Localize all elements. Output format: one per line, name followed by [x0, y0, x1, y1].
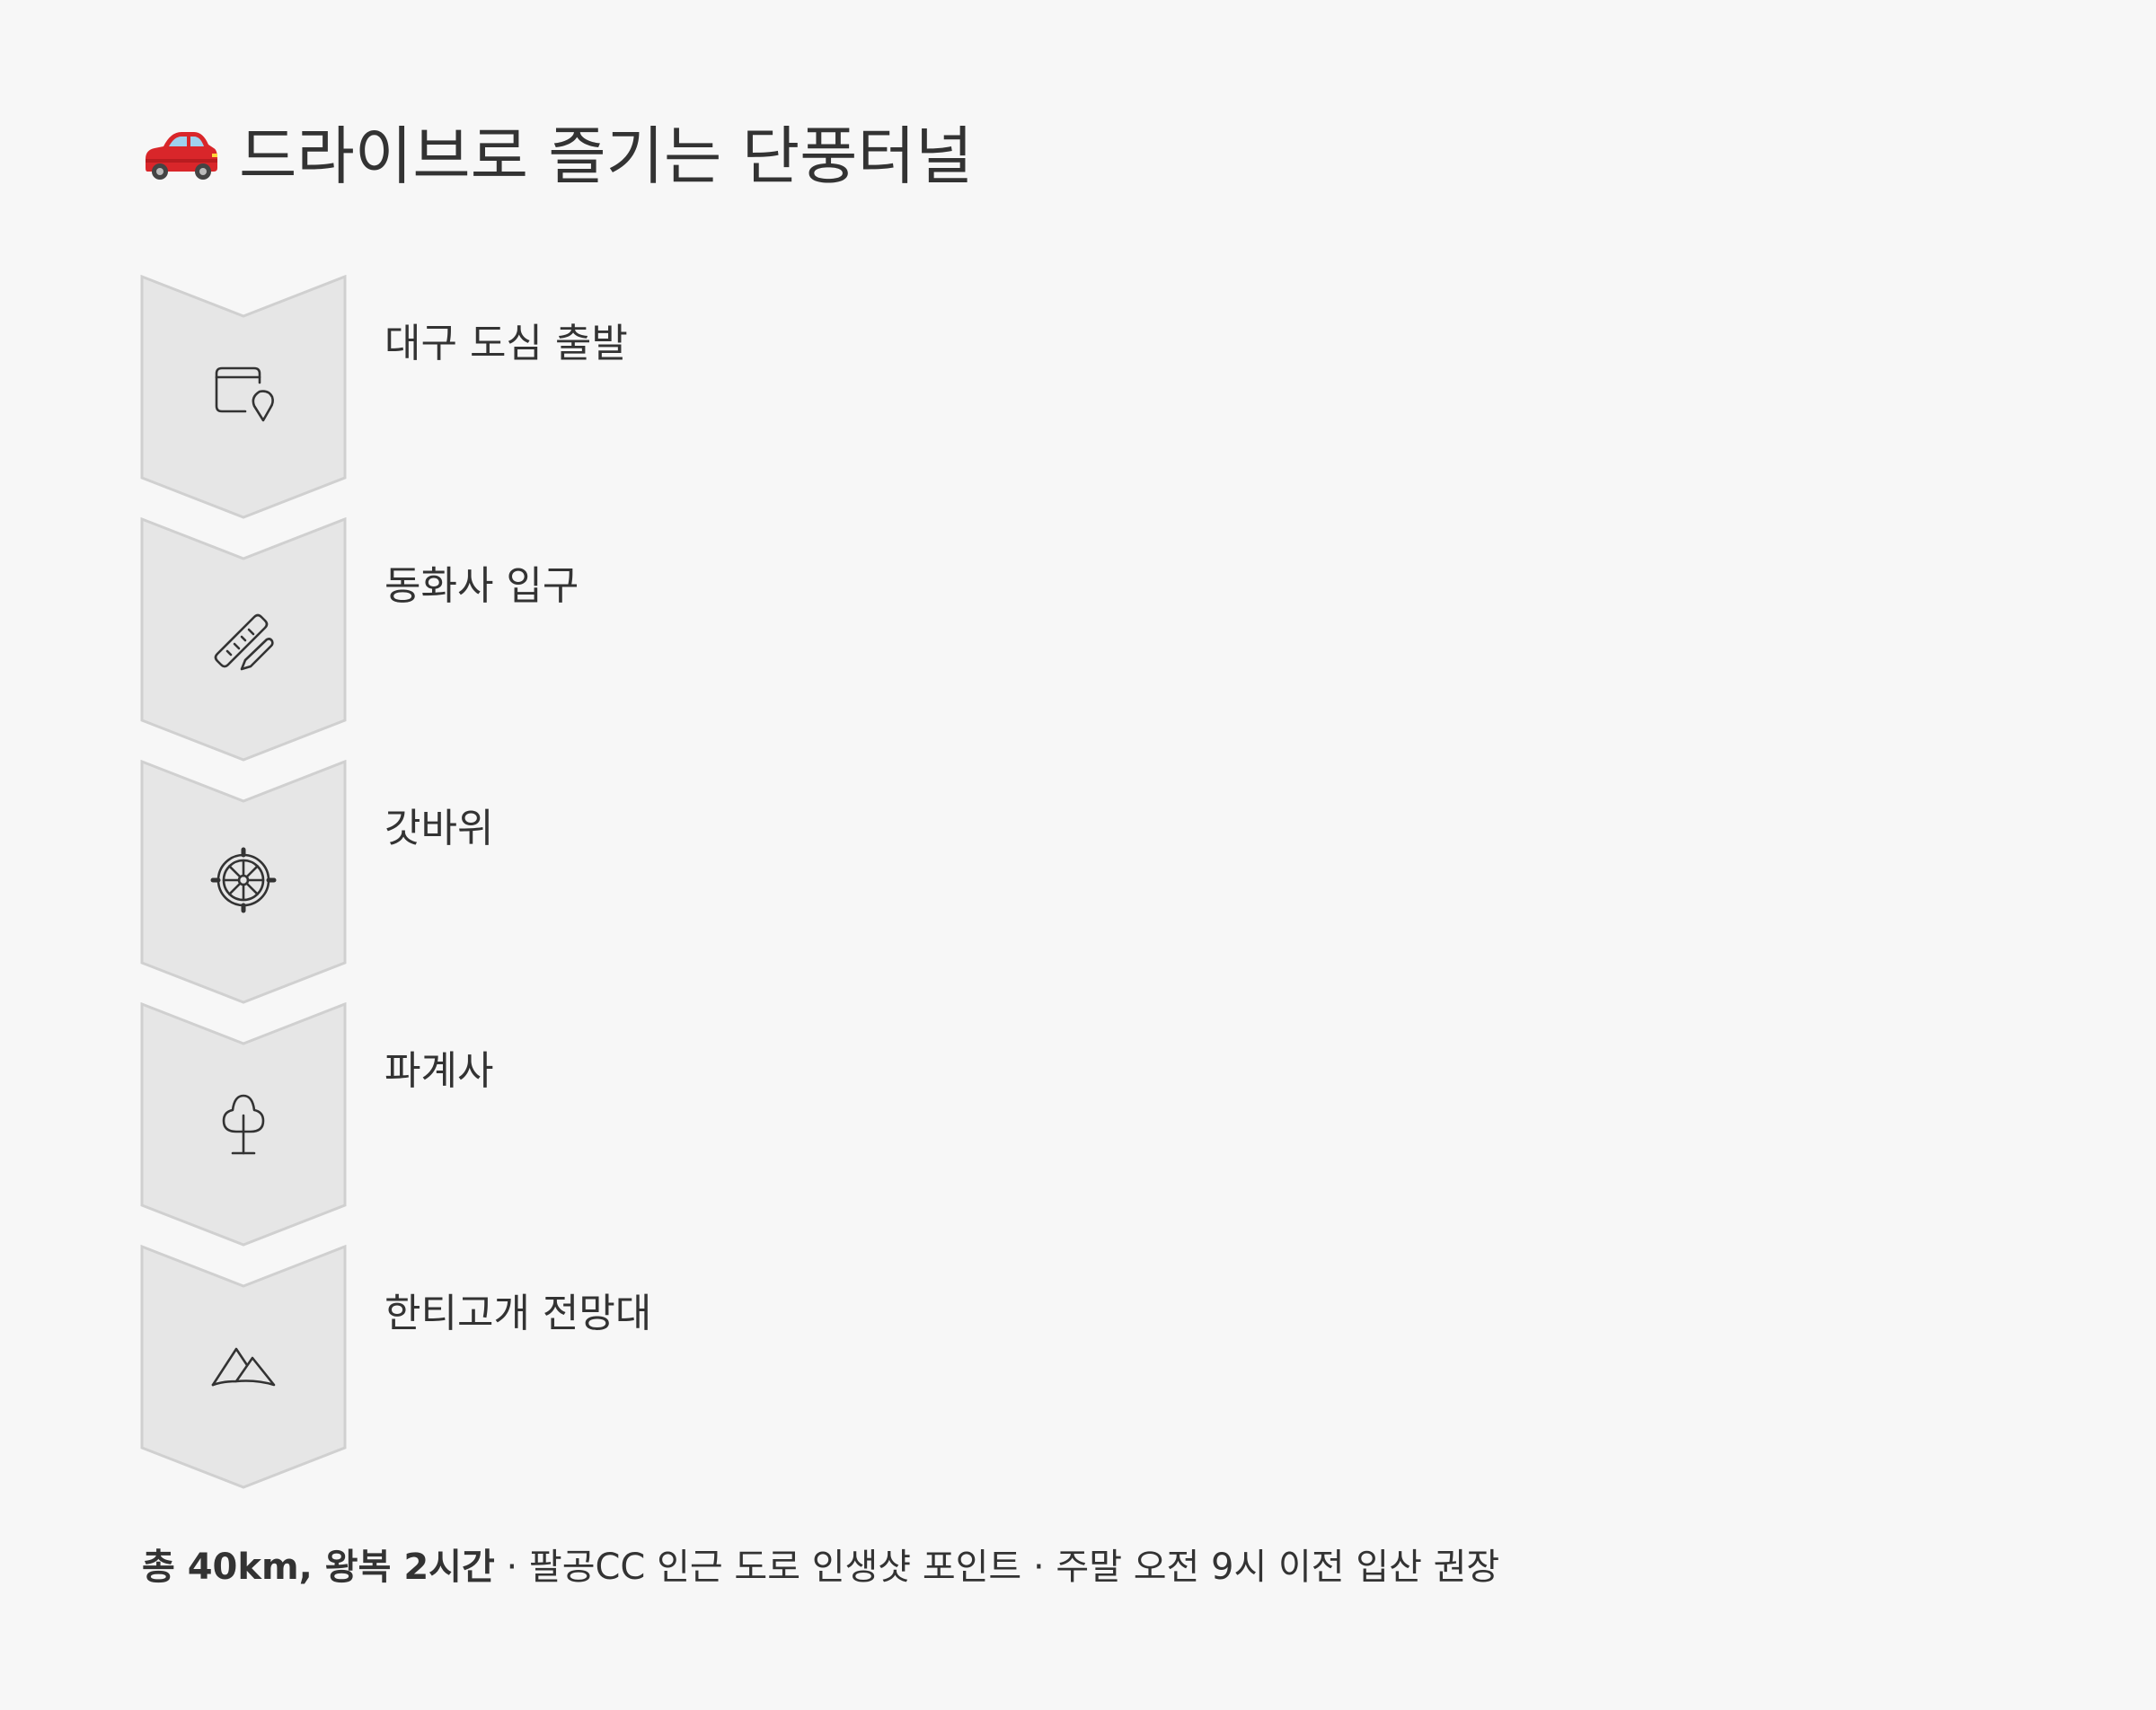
calendar-pin-icon	[215, 366, 274, 422]
note-recommend-time: 주말 오전 9시 이전 입산 권장	[1056, 1547, 1500, 1588]
tree-icon	[222, 1094, 265, 1155]
ship-wheel-icon	[210, 847, 277, 913]
step-label: 한티고개 전망대	[384, 1291, 652, 1336]
summary-text: 총 40km, 왕복 2시간	[142, 1547, 495, 1588]
page-title: 드라이브로 즐기는 단풍터널	[142, 106, 973, 196]
step-label: 갓바위	[384, 806, 494, 851]
route-step-4: 파계사	[140, 1002, 859, 1247]
route-step-1: 대구 도심 출발	[140, 275, 859, 519]
note-photo-spot: 팔공CC 인근 도로 인생샷 포인트	[528, 1547, 1022, 1588]
mountain-icon	[211, 1347, 276, 1387]
route-step-2: 동화사 입구	[140, 517, 859, 762]
step-label: 대구 도심 출발	[384, 321, 628, 366]
car-icon	[146, 132, 217, 180]
step-label: 동화사 입구	[384, 563, 579, 609]
chevron-shape	[140, 760, 347, 1004]
route-step-3: 갓바위	[140, 760, 859, 1004]
chevron-shape	[140, 1245, 347, 1489]
separator: ·	[1021, 1547, 1056, 1588]
route-steps: 대구 도심 출발 동화사 입구	[140, 275, 859, 1491]
step-label: 파계사	[384, 1048, 494, 1094]
ruler-pencil-icon	[214, 613, 274, 671]
trip-summary: 총 40km, 왕복 2시간 · 팔공CC 인근 도로 인생샷 포인트 · 주말…	[142, 1538, 1499, 1590]
title-text: 드라이브로 즐기는 단풍터널	[239, 119, 974, 193]
chevron-shape	[140, 275, 347, 519]
separator: ·	[494, 1547, 529, 1588]
route-step-5: 한티고개 전망대	[140, 1245, 859, 1489]
